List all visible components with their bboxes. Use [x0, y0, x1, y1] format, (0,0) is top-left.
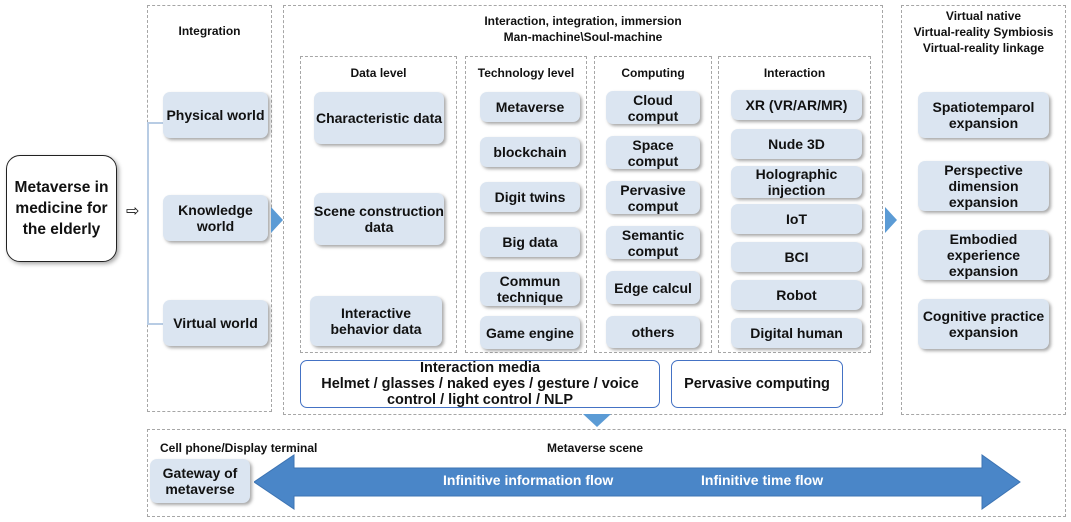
virtual-native-title-3: Virtual-reality linkage [922, 41, 1045, 55]
interaction-media-line: control / light control / NLP [386, 392, 574, 408]
integration-title: Integration [178, 24, 241, 38]
data-level-item: Scene construction data [314, 193, 444, 245]
start-node: Metaverse in medicine for the elderly [6, 155, 117, 262]
technology-item: Game engine [480, 316, 580, 349]
scene-label: Metaverse scene [547, 441, 644, 455]
technology-level-title: Technology level [477, 66, 575, 80]
technology-item: Commun technique [480, 272, 580, 306]
integration-item: Virtual world [163, 300, 268, 346]
pervasive-computing-box: Pervasive computing [671, 360, 843, 408]
technology-item: blockchain [480, 137, 580, 167]
hollow-arrow-icon: ⇨ [126, 203, 140, 220]
bracket-tick-bottom [147, 323, 163, 325]
technology-item: Digit twins [480, 182, 580, 212]
computing-item: Pervasive comput [606, 181, 700, 214]
technology-item: Metaverse [480, 92, 580, 122]
virtual-native-title-1: Virtual native [945, 9, 1022, 23]
virtual-native-item: Cognitive practice expansion [918, 299, 1049, 349]
bracket-tick-top [147, 122, 163, 124]
virtual-native-item: Embodied experience expansion [918, 230, 1049, 280]
computing-item: Edge calcul [606, 271, 700, 304]
integration-bracket [147, 122, 149, 325]
right-arrow-icon [885, 207, 897, 233]
bottom-panel [147, 429, 1066, 517]
data-level-panel [300, 56, 457, 353]
terminal-label: Cell phone/Display terminal [160, 441, 318, 455]
interaction-sub-panel [718, 56, 871, 353]
data-level-item: Interactive behavior data [310, 296, 442, 346]
interaction-title-1: Interaction, integration, immersion [484, 14, 682, 28]
interaction-item: Digital human [731, 318, 862, 348]
interaction-item: Holographic injection [731, 166, 862, 198]
start-label: Metaverse in medicine for the elderly [14, 179, 109, 238]
technology-item: Big data [480, 227, 580, 257]
interaction-media-line: Helmet / glasses / naked eyes / gesture … [321, 376, 639, 392]
flow-left-label: Infinitive information flow [443, 472, 614, 488]
computing-item: Semantic comput [606, 226, 700, 259]
interaction-sub-title: Interaction [763, 66, 826, 80]
interaction-item: Nude 3D [731, 129, 862, 159]
interaction-item: IoT [731, 204, 862, 234]
interaction-media-title: Interaction media [419, 360, 541, 376]
gateway-box: Gateway of metaverse [150, 459, 250, 503]
interaction-title-2: Man-machine\Soul-machine [503, 30, 663, 44]
virtual-native-panel [901, 5, 1066, 415]
computing-title: Computing [621, 66, 685, 80]
interaction-media-box: Interaction media Helmet / glasses / nak… [300, 360, 660, 408]
technology-level-panel [465, 56, 587, 353]
interaction-item: Robot [731, 280, 862, 310]
interaction-item: XR (VR/AR/MR) [731, 90, 862, 120]
integration-item: Knowledge world [163, 195, 268, 241]
interaction-item: BCI [731, 242, 862, 272]
computing-item: Space comput [606, 136, 700, 169]
double-arrow [254, 454, 1021, 510]
integration-item: Physical world [163, 92, 268, 138]
data-level-title: Data level [350, 66, 407, 80]
right-arrow-icon [271, 207, 283, 233]
virtual-native-item: Spatiotemparol expansion [918, 92, 1049, 138]
flow-right-label: Infinitive time flow [701, 472, 824, 488]
virtual-native-item: Perspective dimension expansion [918, 161, 1049, 211]
computing-item: others [606, 316, 700, 348]
down-arrow-icon [583, 414, 611, 427]
computing-item: Cloud comput [606, 91, 700, 124]
virtual-native-title-2: Virtual-reality Symbiosis [913, 25, 1054, 39]
computing-panel [594, 56, 712, 353]
data-level-item: Characteristic data [314, 92, 444, 144]
